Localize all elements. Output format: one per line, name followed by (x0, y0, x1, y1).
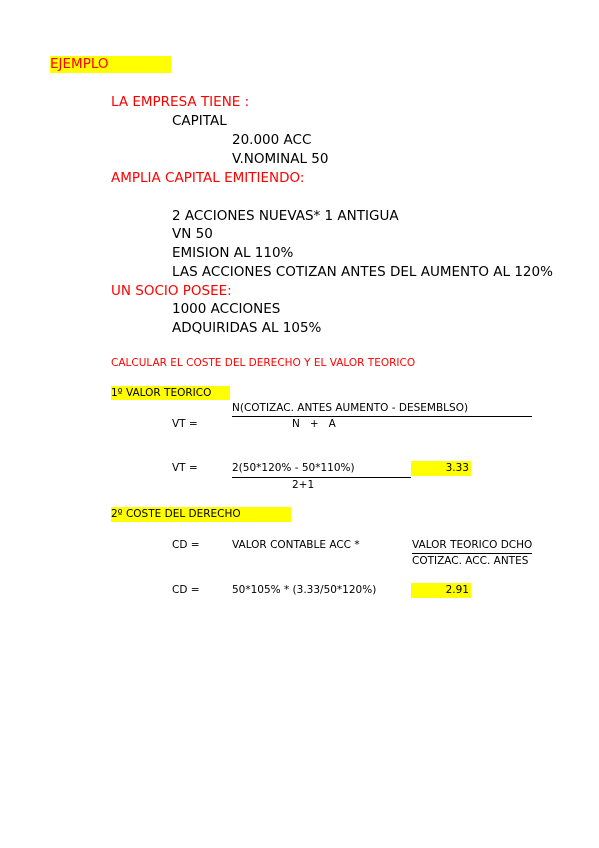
cd-result: 2.91 (411, 583, 471, 598)
task-statement: CALCULAR EL COSTE DEL DERECHO Y EL VALOR… (111, 357, 416, 369)
vt-formula-denominator: N + A (292, 418, 336, 430)
vt-fraction-bar (232, 416, 532, 417)
quote-before-increase: LAS ACCIONES COTIZAN ANTES DEL AUMENTO A… (172, 264, 553, 280)
cd-formula-denominator: COTIZAC. ACC. ANTES (412, 555, 529, 567)
shares-count: 20.000 ACC (232, 132, 312, 148)
cd-label: CD = (172, 539, 200, 551)
capital-label: CAPITAL (172, 113, 227, 129)
acquired-rate: ADQUIRIDAS AL 105% (172, 320, 322, 336)
nominal-value: V.NOMINAL 50 (232, 151, 329, 167)
vt-formula-numerator: N(COTIZAC. ANTES AUMENTO - DESEMBLSO) (232, 402, 469, 414)
heading-ejemplo: EJEMPLO (50, 56, 171, 73)
section1-title: 1º VALOR TEORICO (111, 386, 230, 400)
partner-shares: 1000 ACCIONES (172, 301, 281, 317)
section2-title: 2º COSTE DEL DERECHO (111, 507, 291, 522)
vn-value: VN 50 (172, 226, 213, 242)
cd-label-calc: CD = (172, 584, 200, 596)
cd-calc: 50*105% * (3.33/50*120%) (232, 584, 377, 596)
cd-formula-left: VALOR CONTABLE ACC * (232, 539, 360, 551)
vt-label: VT = (172, 418, 198, 430)
vt-calc-fraction-bar (232, 477, 411, 478)
cd-formula-numerator: VALOR TEORICO DCHO (412, 539, 533, 551)
share-ratio: 2 ACCIONES NUEVAS* 1 ANTIGUA (172, 208, 399, 224)
vt-calc-numerator: 2(50*120% - 50*110%) (232, 462, 355, 474)
partner-label: UN SOCIO POSEE: (111, 283, 232, 299)
cd-fraction-bar (412, 553, 532, 554)
company-label: LA EMPRESA TIENE : (111, 94, 250, 110)
vt-calc-denominator: 2+1 (292, 479, 315, 491)
vt-label-calc: VT = (172, 462, 198, 474)
expansion-label: AMPLIA CAPITAL EMITIENDO: (111, 170, 305, 186)
emission-rate: EMISION AL 110% (172, 245, 294, 261)
vt-result: 3.33 (411, 461, 471, 476)
